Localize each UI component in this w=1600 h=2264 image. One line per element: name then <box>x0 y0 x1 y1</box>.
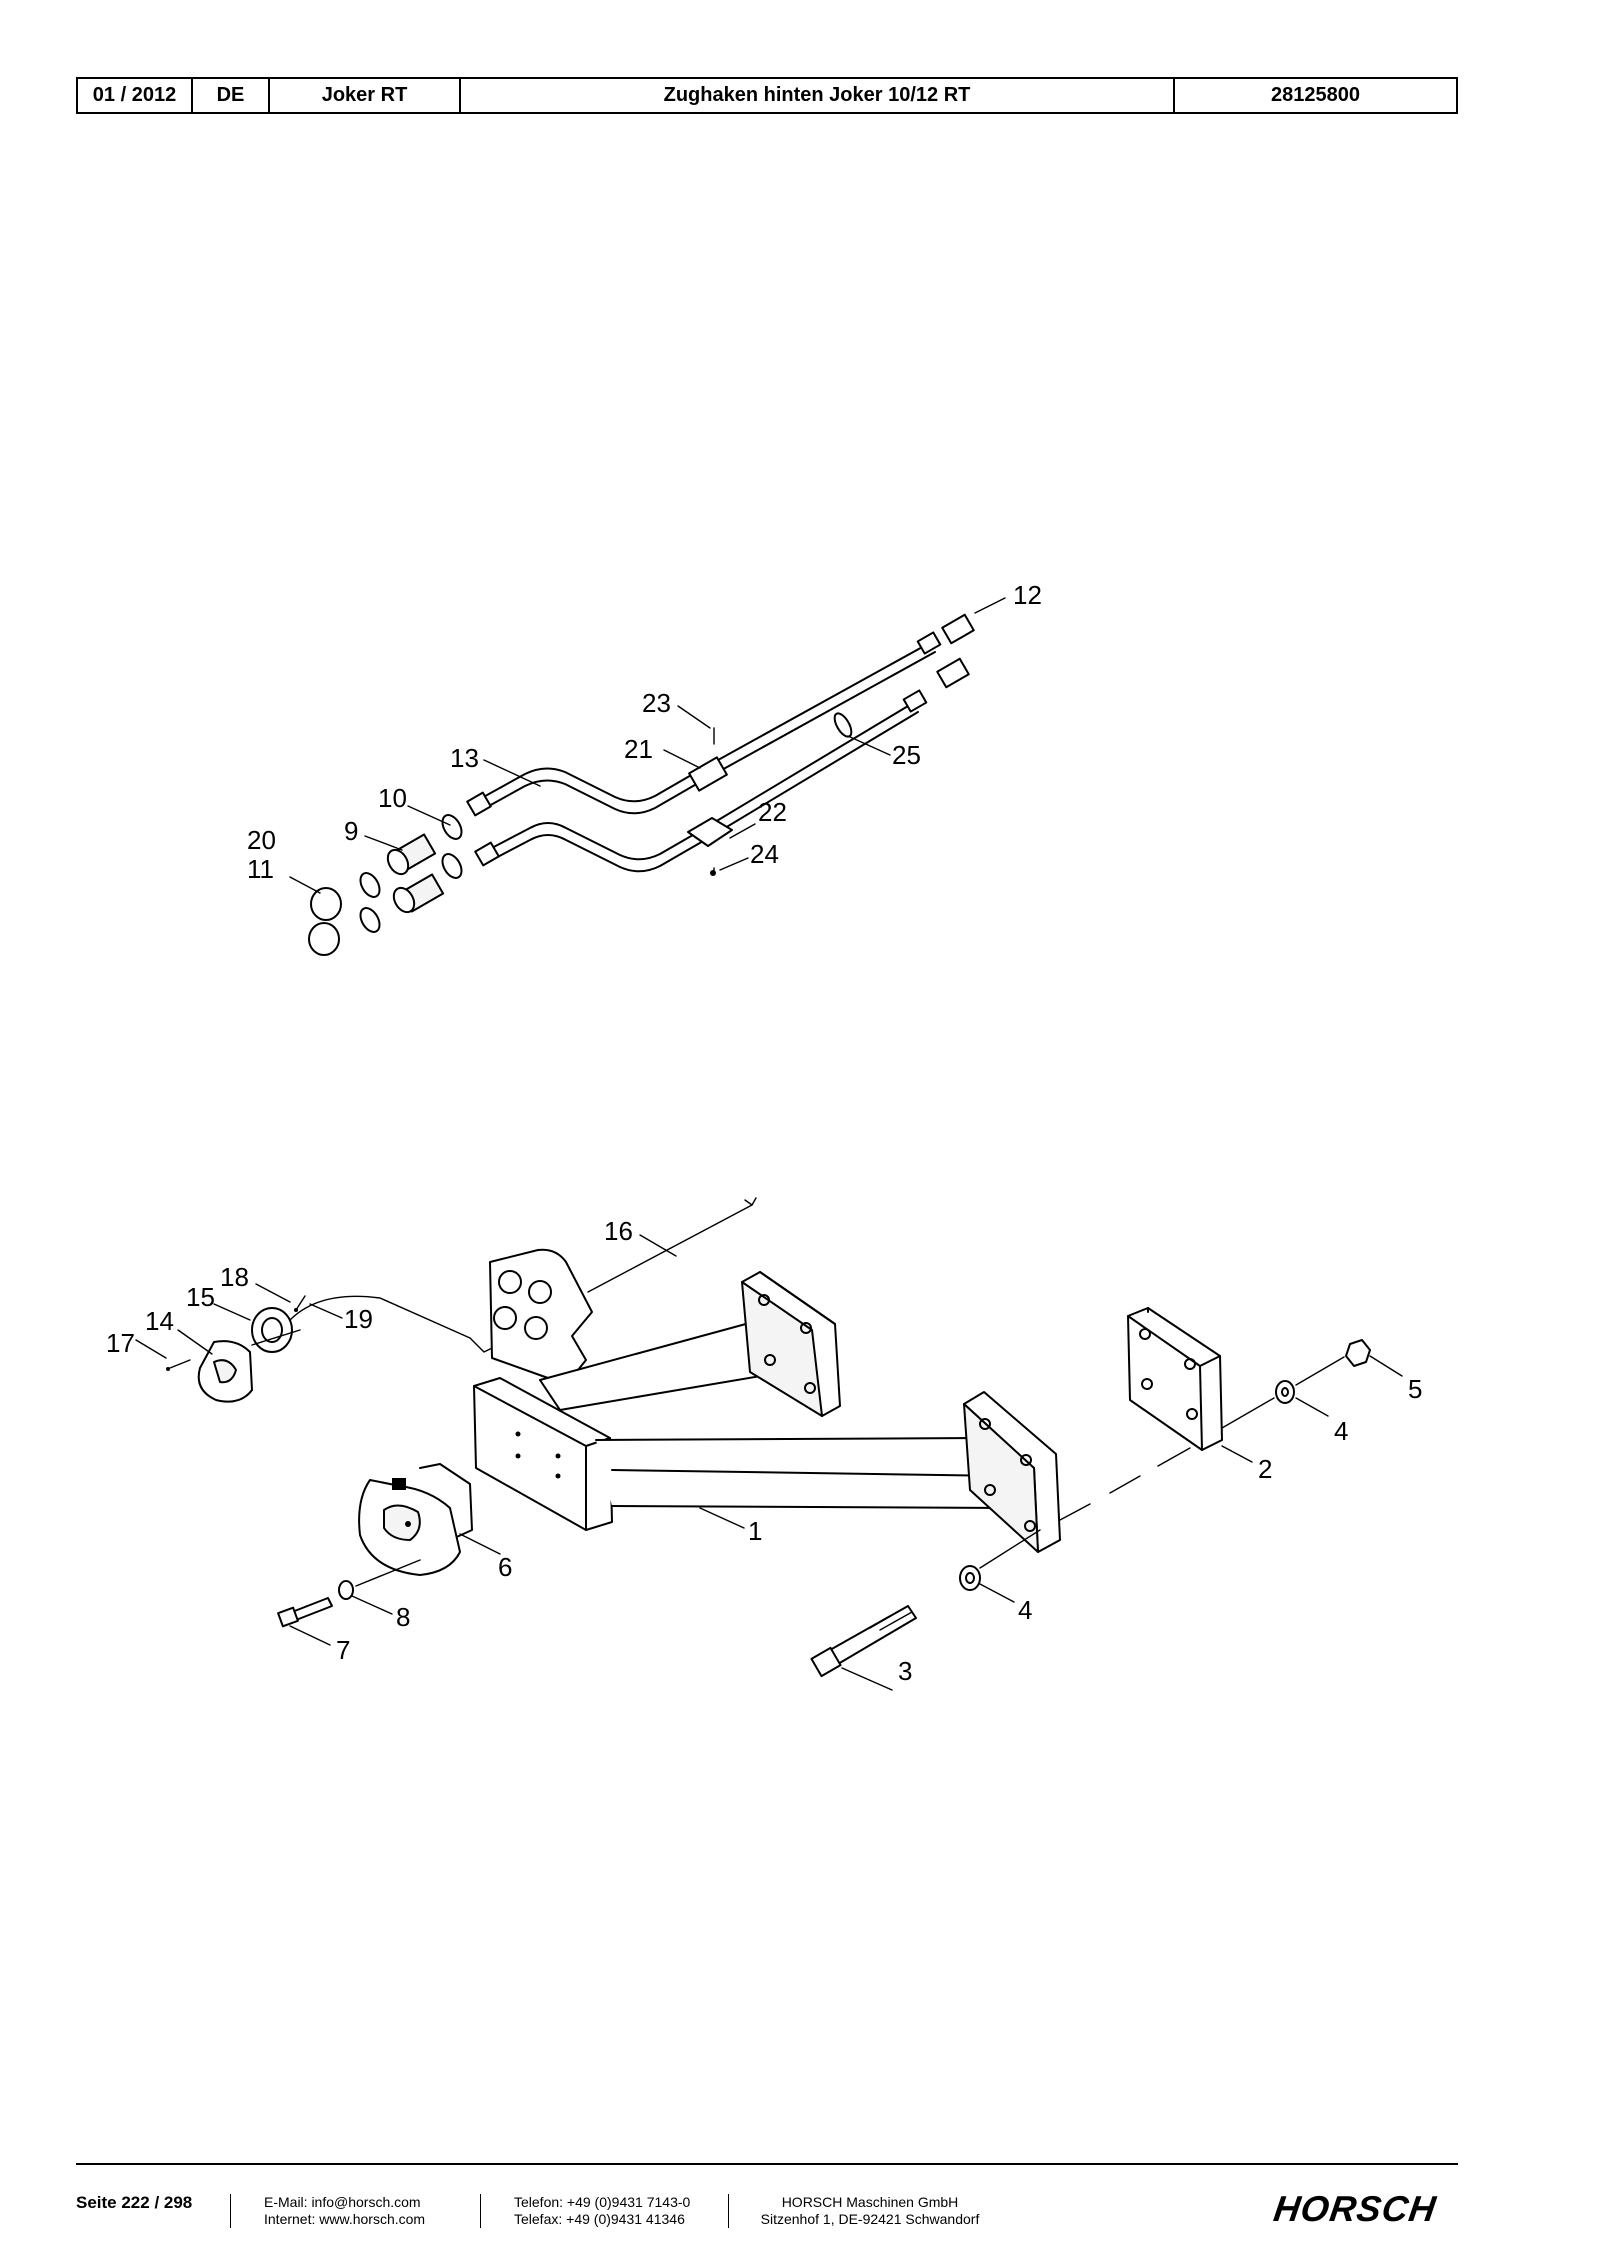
footer-separator <box>728 2194 729 2228</box>
footer-contact-web: E-Mail: info@horsch.com Internet: www.ho… <box>264 2194 425 2228</box>
callout-9: 9 <box>344 816 359 846</box>
header-model: Joker RT <box>270 79 461 112</box>
hydraulic-lines-diagram <box>289 597 1006 956</box>
footer-company: HORSCH Maschinen GmbH <box>781 2194 959 2210</box>
footer-address: Sitzenhof 1, DE-92421 Schwandorf <box>760 2211 980 2227</box>
callout-6: 6 <box>498 1552 513 1582</box>
footer-phone: Telefon: +49 (0)9431 7143-0 <box>514 2194 691 2210</box>
horsch-logo: HORSCH <box>1271 2188 1439 2229</box>
footer-company-block: HORSCH Maschinen GmbH Sitzenhof 1, DE-92… <box>760 2194 980 2228</box>
callout-4-lower: 4 <box>1018 1595 1033 1625</box>
callout-5: 5 <box>1408 1374 1423 1404</box>
callout-11: 11 <box>247 854 274 884</box>
page-number: Seite 222 / 298 <box>76 2193 193 2212</box>
header-date: 01 / 2012 <box>78 79 193 112</box>
header-title: Zughaken hinten Joker 10/12 RT <box>461 79 1175 112</box>
callout-17: 17 <box>106 1328 135 1358</box>
header-table: 01 / 2012 DE Joker RT Zughaken hinten Jo… <box>76 77 1458 114</box>
footer-contact-phone: Telefon: +49 (0)9431 7143-0 Telefax: +49… <box>514 2194 690 2228</box>
footer-rule <box>76 2163 1458 2165</box>
footer-separator <box>480 2194 481 2228</box>
callout-18: 18 <box>220 1262 249 1292</box>
callout-1: 1 <box>748 1516 763 1546</box>
callout-15: 15 <box>186 1282 215 1312</box>
callout-3: 3 <box>898 1656 913 1686</box>
callout-7: 7 <box>336 1635 351 1665</box>
footer-email: E-Mail: info@horsch.com <box>264 2194 421 2210</box>
callout-4-upper: 4 <box>1334 1416 1349 1446</box>
callout-12: 12 <box>1013 580 1042 610</box>
callout-16: 16 <box>604 1216 633 1246</box>
callout-8: 8 <box>396 1602 411 1632</box>
callout-14: 14 <box>145 1306 174 1336</box>
footer-fax: Telefax: +49 (0)9431 41346 <box>514 2211 685 2227</box>
header-language: DE <box>193 79 270 112</box>
callout-21: 21 <box>624 734 653 764</box>
callout-10: 10 <box>378 783 407 813</box>
footer-separator <box>230 2194 231 2228</box>
callout-24: 24 <box>750 839 779 869</box>
callout-23: 23 <box>642 688 671 718</box>
callout-13: 13 <box>450 743 479 773</box>
header-part-number: 28125800 <box>1271 84 1360 106</box>
callout-20: 20 <box>247 825 276 855</box>
callout-2: 2 <box>1258 1454 1273 1484</box>
footer-internet: Internet: www.horsch.com <box>264 2211 426 2227</box>
towing-hook-diagram <box>135 1197 1403 1691</box>
callout-22: 22 <box>758 797 787 827</box>
callout-25: 25 <box>892 740 921 770</box>
callout-19: 19 <box>344 1304 373 1334</box>
